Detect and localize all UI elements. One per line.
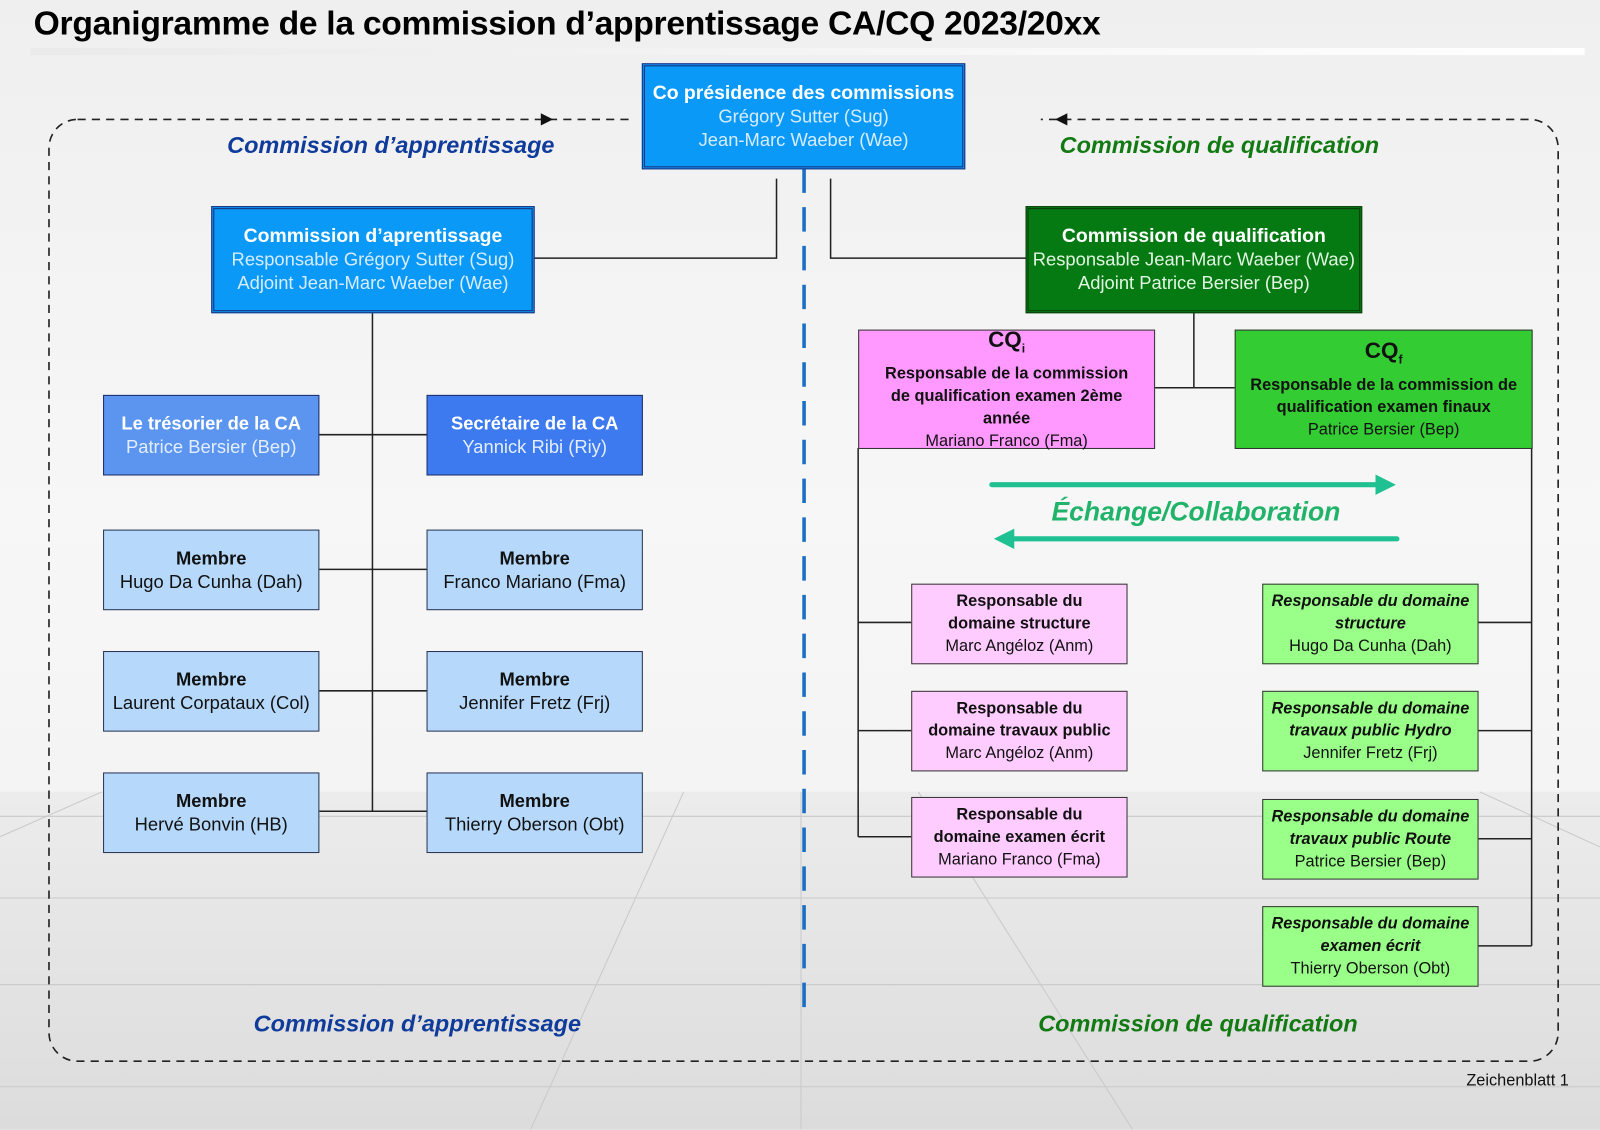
box-code: CQi [988,326,1026,356]
arrow-left-icon [1055,113,1068,126]
label-ca-bottom: Commission d’apprentissage [253,1010,582,1037]
box-title: Responsable du domaine examen écrit [1271,914,1470,955]
box-line: Responsable Jean-Marc Waeber (Wae) [1032,248,1355,270]
cqf-domain-box[interactable]: Responsable du domaine travaux public Hy… [1262,690,1479,772]
box-line: Adjoint Jean-Marc Waeber (Wae) [237,272,509,293]
box-title: Responsable du domaine travaux public Ro… [1271,807,1470,848]
title-underline [30,47,1585,56]
label-cq-top: Commission de qualification [1059,131,1380,159]
box-title: Responsable du domaine travaux public [928,699,1111,740]
box-name: Patrice Bersier (Bep) [125,436,297,457]
box-title: Membre [176,547,247,568]
page-title: Organigramme de la commission d’apprenti… [33,4,1101,42]
label-cq-bottom: Commission de qualification [1038,1010,1358,1037]
box-title: Membre [176,668,247,690]
box-title: Membre [176,790,247,811]
box-name: Patrice Bersier (Bep) [1294,852,1447,870]
exchange-arrows [989,474,1400,549]
box-name: Hugo Da Cunha (Dah) [119,570,303,592]
ca-head-box[interactable]: Commission d’aprentissage Responsable Gr… [211,206,535,314]
cqf-domain-box[interactable]: Responsable du domaine travaux public Ro… [1262,798,1479,880]
secretary-box[interactable]: Secrétaire de la CA Yannick Ribi (Riy) [426,394,643,476]
box-title: Le trésorier de la CA [121,412,302,434]
box-name: Thierry Oberson (Obt) [444,813,625,835]
box-title: Commission d’aprentissage [243,225,503,247]
box-name: Laurent Corpataux (Col) [112,692,310,713]
arrow-right-icon [540,113,554,126]
box-name: Thierry Oberson (Obt) [1290,959,1451,978]
sheet-label: Zeichenblatt 1 [1466,1072,1569,1090]
box-name: Jennifer Fretz (Frj) [1303,744,1438,762]
box-name: Franco Mariano (Fma) [443,570,627,592]
box-name: Marc Angéloz (Anm) [945,744,1094,762]
box-name: Mariano Franco (Fma) [938,850,1101,868]
box-name: Hugo Da Cunha (Dah) [1289,637,1452,655]
box-title: Secrétaire de la CA [450,412,619,434]
box-desc: Responsable de la commission de qualific… [1250,376,1518,417]
cqf-box[interactable]: CQf Responsable de la commission de qual… [1234,329,1533,449]
box-name: Yannick Ribi (Riy) [462,436,607,457]
cqi-box[interactable]: CQi Responsable de la commission de qual… [858,327,1156,450]
box-name: Jennifer Fretz (Frj) [459,692,611,713]
box-title: Membre [499,790,570,811]
box-title: Responsable du domaine structure [948,592,1091,633]
exchange-label: Échange/Collaboration [1051,495,1341,527]
presidency-box[interactable]: Co présidence des commissions Grégory Su… [641,63,966,170]
box-title: Membre [499,668,570,690]
box-line: Grégory Sutter (Sug) [718,105,889,127]
treasurer-box[interactable]: Le trésorier de la CA Patrice Bersier (B… [103,394,320,476]
box-name: Mariano Franco (Fma) [925,432,1088,450]
box-desc: Responsable de la commission de qualific… [885,365,1129,428]
box-title: Responsable du domaine structure [1271,592,1470,633]
box-title: Membre [499,547,570,568]
box-code: CQf [1364,338,1403,368]
box-title: Responsable du domaine examen écrit [933,805,1106,846]
label-ca-top: Commission d’apprentissage [227,131,555,159]
box-name: Hervé Bonvin (HB) [134,813,288,835]
box-name: Patrice Bersier (Bep) [1307,421,1460,439]
box-line: Adjoint Patrice Bersier (Bep) [1078,272,1310,293]
box-line: Responsable Grégory Sutter (Sug) [231,248,515,270]
box-title: Commission de qualification [1061,225,1326,247]
box-name: Marc Angéloz (Anm) [945,637,1094,655]
box-line: Jean-Marc Waeber (Wae) [698,129,909,150]
cq-head-box[interactable]: Commission de qualification Responsable … [1025,206,1363,314]
box-title: Responsable du domaine travaux public Hy… [1271,699,1470,740]
box-title: Co présidence des commissions [652,82,955,104]
